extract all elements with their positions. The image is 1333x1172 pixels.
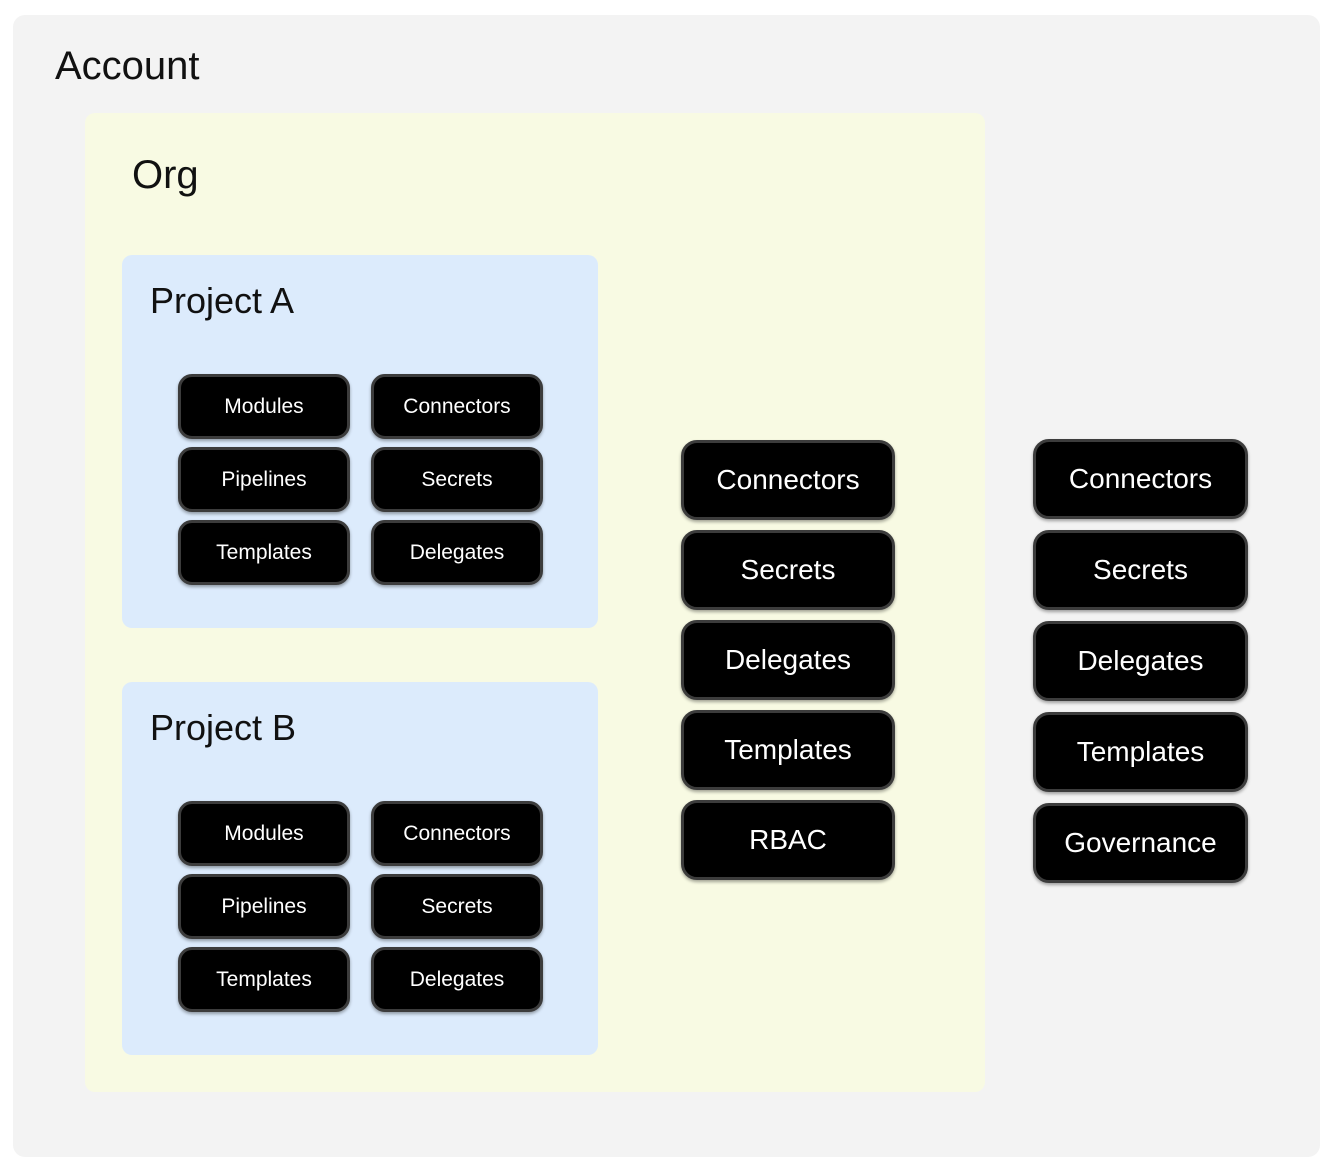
project-a-secrets-button[interactable]: Secrets (371, 447, 543, 512)
project-b-modules-button[interactable]: Modules (178, 801, 350, 866)
project-a-title: Project A (150, 280, 295, 321)
project-a-templates-button[interactable]: Templates (178, 520, 350, 585)
org-button-column: Connectors Secrets Delegates Templates R… (681, 440, 895, 880)
project-b-templates-button[interactable]: Templates (178, 947, 350, 1012)
project-b-button-grid: Modules Connectors Pipelines Secrets Tem… (178, 801, 543, 1012)
project-b-delegates-button[interactable]: Delegates (371, 947, 543, 1012)
account-button-column: Connectors Secrets Delegates Templates G… (1033, 439, 1248, 883)
project-b-pipelines-button[interactable]: Pipelines (178, 874, 350, 939)
org-title: Org (132, 153, 199, 197)
org-rbac-button[interactable]: RBAC (681, 800, 895, 880)
account-secrets-button[interactable]: Secrets (1033, 530, 1248, 610)
project-b-secrets-button[interactable]: Secrets (371, 874, 543, 939)
account-templates-button[interactable]: Templates (1033, 712, 1248, 792)
account-title: Account (55, 44, 200, 88)
org-connectors-button[interactable]: Connectors (681, 440, 895, 520)
project-a-pipelines-button[interactable]: Pipelines (178, 447, 350, 512)
project-a-connectors-button[interactable]: Connectors (371, 374, 543, 439)
account-governance-button[interactable]: Governance (1033, 803, 1248, 883)
project-a-button-grid: Modules Connectors Pipelines Secrets Tem… (178, 374, 543, 585)
project-b-title: Project B (150, 707, 297, 748)
org-secrets-button[interactable]: Secrets (681, 530, 895, 610)
org-templates-button[interactable]: Templates (681, 710, 895, 790)
account-container: Account Org Project A Modules Connectors… (13, 15, 1320, 1157)
project-a-modules-button[interactable]: Modules (178, 374, 350, 439)
account-connectors-button[interactable]: Connectors (1033, 439, 1248, 519)
org-container: Org Project A Modules Connectors Pipelin… (85, 113, 985, 1092)
project-b-connectors-button[interactable]: Connectors (371, 801, 543, 866)
project-a-container: Project A Modules Connectors Pipelines S… (122, 255, 598, 628)
org-delegates-button[interactable]: Delegates (681, 620, 895, 700)
account-delegates-button[interactable]: Delegates (1033, 621, 1248, 701)
project-a-delegates-button[interactable]: Delegates (371, 520, 543, 585)
project-b-container: Project B Modules Connectors Pipelines S… (122, 682, 598, 1055)
